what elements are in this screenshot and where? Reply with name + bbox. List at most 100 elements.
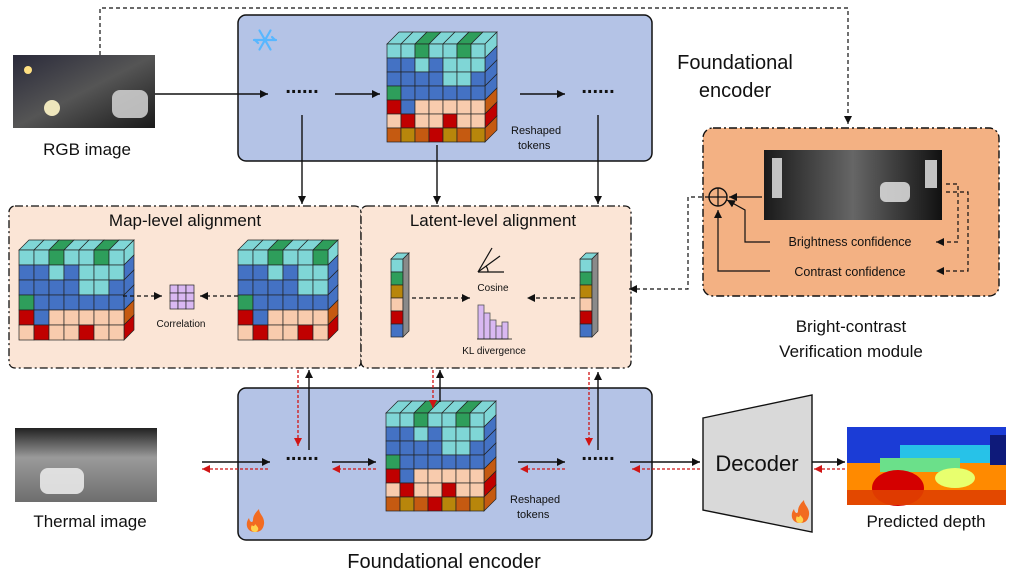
contrast-to-sum xyxy=(714,210,770,272)
brightness-loop xyxy=(936,183,959,246)
bcv-grayscale-image xyxy=(764,150,942,220)
token-cube-front-cell xyxy=(267,264,284,281)
token-cube-front-cell xyxy=(78,249,95,266)
token-cube-front-cell xyxy=(48,279,65,296)
token-cube-front-cell xyxy=(400,127,416,143)
token-cube-front-cell xyxy=(399,468,415,484)
token-cube-front-cell xyxy=(427,412,443,428)
token-cube-front-cell xyxy=(33,309,50,326)
token-cube-front-cell xyxy=(237,279,254,296)
token-cube-front-cell xyxy=(252,279,269,296)
token-cube-front-cell xyxy=(469,468,485,484)
token-cube-front-cell xyxy=(386,71,402,87)
top-ellipsis-right: ...... xyxy=(581,76,614,98)
fire-icon xyxy=(246,509,265,532)
correlation-cell xyxy=(177,292,187,302)
rgb-image-label: RGB image xyxy=(43,140,131,159)
token-cube-front-cell xyxy=(470,43,486,59)
kl-divergence-histogram-icon xyxy=(477,304,512,340)
token-cube-front-cell xyxy=(442,113,458,129)
latent-vector-cell xyxy=(579,297,593,312)
sum-to-latent xyxy=(629,196,709,293)
token-cube-front-cell xyxy=(78,324,95,341)
contrast-loop xyxy=(936,191,969,275)
token-cube-front-cell xyxy=(312,324,329,341)
token-cube-front-cell xyxy=(312,309,329,326)
token-cube-front-cell xyxy=(428,85,444,101)
token-cube-front-cell xyxy=(18,324,35,341)
token-cube-front-cell xyxy=(414,99,430,115)
token-cube-front-cell xyxy=(400,85,416,101)
bottom-reshaped-tokens-line1: Reshaped xyxy=(510,494,560,506)
token-cube-front-cell xyxy=(413,412,429,428)
latent-vector-cell xyxy=(390,284,404,299)
token-cube-front-cell xyxy=(237,264,254,281)
token-cube-front-cell xyxy=(385,468,401,484)
token-cube-front-cell xyxy=(442,57,458,73)
token-cube-front-cell xyxy=(237,324,254,341)
token-cube-front-cell xyxy=(385,496,401,512)
token-cube-front-cell xyxy=(108,309,125,326)
latent-vector-side xyxy=(591,252,599,338)
token-cube-front-cell xyxy=(93,309,110,326)
correlation-cell xyxy=(169,292,179,302)
kl-divergence-label: KL divergence xyxy=(462,346,526,357)
correlation-cell xyxy=(177,300,187,310)
token-cube-front-cell xyxy=(400,43,416,59)
token-cube-front-cell xyxy=(386,113,402,129)
token-cube-front-cell xyxy=(428,71,444,87)
token-cube-front-cell xyxy=(413,426,429,442)
token-cube-front-cell xyxy=(469,426,485,442)
token-cube-front-cell xyxy=(442,127,458,143)
token-cube-front-cell xyxy=(108,294,125,311)
token-cube-front-cell xyxy=(455,454,471,470)
contrast-confidence-label: Contrast confidence xyxy=(794,265,905,279)
token-cube-front-cell xyxy=(442,71,458,87)
brightness-confidence-label: Brightness confidence xyxy=(789,235,912,249)
latent-vector-right xyxy=(579,252,599,338)
token-cube-front-cell xyxy=(428,43,444,59)
token-cube-front-cell xyxy=(456,113,472,129)
token-cube-front-cell xyxy=(385,412,401,428)
token-cube-front-cell xyxy=(413,440,429,456)
token-cube-front-cell xyxy=(456,127,472,143)
token-cube-front-cell xyxy=(428,57,444,73)
bcv-title-line2: Verification module xyxy=(779,342,923,361)
correlation-grid-icon xyxy=(169,284,195,310)
top-reshaped-tokens-line2: tokens xyxy=(518,140,551,152)
token-cube-front-cell xyxy=(456,43,472,59)
token-cube-front-cell xyxy=(385,440,401,456)
decoder-label: Decoder xyxy=(715,451,798,476)
token-cube-front-cell xyxy=(18,249,35,266)
latent-vector-cell xyxy=(579,258,593,273)
token-cube-front-cell xyxy=(297,279,314,296)
map-level-alignment-title: Map-level alignment xyxy=(109,211,261,230)
token-cube-front-cell xyxy=(441,412,457,428)
correlation-cell xyxy=(177,284,187,294)
token-cube-front-cell xyxy=(456,71,472,87)
latent-vector-cell xyxy=(579,284,593,299)
map-cube-right xyxy=(237,239,339,341)
token-cube-front-cell xyxy=(267,294,284,311)
map-cube-left xyxy=(18,239,135,341)
token-cube-front-cell xyxy=(252,294,269,311)
correlation-cell xyxy=(169,300,179,310)
token-cube-front-cell xyxy=(469,440,485,456)
token-cube-front-cell xyxy=(470,57,486,73)
token-cube-front-cell xyxy=(456,85,472,101)
bottom-encoder-title: Foundational encoder xyxy=(347,551,541,573)
token-cube-front-cell xyxy=(297,249,314,266)
top-encoder-title-line2: encoder xyxy=(699,80,772,102)
token-cube-front-cell xyxy=(33,279,50,296)
thermal-car xyxy=(40,468,84,494)
token-cube-front-cell xyxy=(78,309,95,326)
token-cube-front-cell xyxy=(312,294,329,311)
token-cube-front-cell xyxy=(78,264,95,281)
token-cube-front-cell xyxy=(63,264,80,281)
rgb-to-bcv-dashed-path xyxy=(99,7,852,124)
token-cube-front-cell xyxy=(469,454,485,470)
token-cube-front-cell xyxy=(385,482,401,498)
token-cube-front-cell xyxy=(93,324,110,341)
